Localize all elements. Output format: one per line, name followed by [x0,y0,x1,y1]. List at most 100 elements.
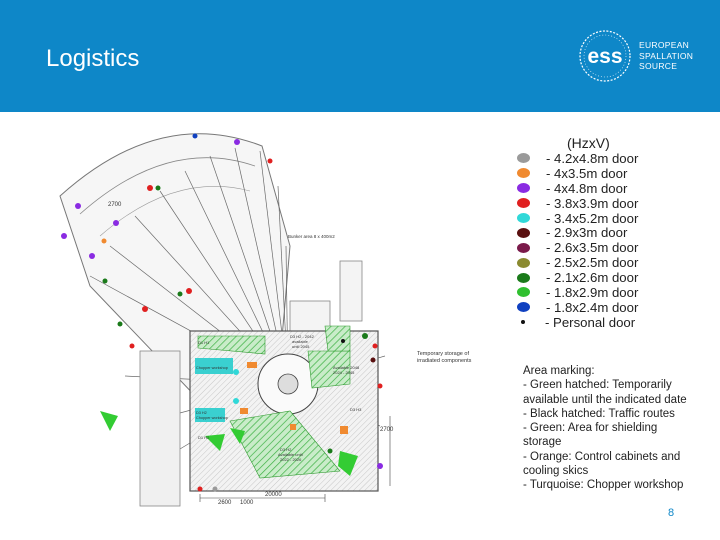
legend-item: - 4x3.5m door [515,166,715,181]
legend-label: - 2.5x2.5m door [546,255,639,271]
control-cabinet [340,426,348,434]
guide-hall-inner-arc [79,157,256,215]
room-label: D1 H2 [198,435,210,440]
legend-label: - 4x4.8m door [546,180,628,196]
legend-label: - 2.9x3m door [546,225,628,241]
dimension-label: 1000 [240,500,254,506]
ess-logo-mark-text: ess [587,45,622,68]
area-marking-line: cooling skics [523,465,589,478]
legend-color-dot [517,302,530,313]
legend-color-dot [517,198,530,209]
area-label: 2024 - 2045 [333,370,355,375]
area-marking-legend: Area marking: - Green hatched: Temporari… [523,364,713,493]
legend-item: - 2.5x2.5m door [515,255,715,270]
door-marker [233,398,239,404]
logo-line: SPALLATION [639,50,694,61]
legend-color-dot [517,272,530,283]
door-markers [61,133,383,492]
control-cabinet [290,424,296,430]
door-marker [267,158,273,164]
area-label: Available 2048 [333,365,360,370]
chopper-workshop [195,408,225,422]
door-marker [129,343,135,349]
legend-label: - Personal door [545,314,636,330]
legend-item: - 4.2x4.8m door [515,151,715,166]
door-marker [362,333,368,339]
area-marking-line: - Green hatched: Temporarily [523,379,672,392]
shielding-storage-area [100,411,118,431]
door-marker [233,369,239,375]
dimension-lines [199,416,391,502]
door-marker [75,203,81,209]
area-marking-line: - Turquoise: Chopper workshop [523,479,684,492]
legend-color-dot [517,183,530,194]
legend-color-dot [517,257,530,268]
legend-label: - 3.8x3.9m door [546,195,639,211]
door-marker [186,288,192,294]
shielding-storage-area [230,428,245,444]
area-marking-line: Area marking: [523,365,595,377]
door-marker [142,306,148,312]
dimension-label: 2600 [218,500,232,506]
legend-label: - 1.8x2.9m door [546,284,639,300]
door-marker [377,383,383,389]
area-marking-line: available until the indicated date [523,393,687,406]
slide-title: Logistics [46,45,140,72]
door-legend: (HzxV) - 4.2x4.8m door- 4x3.5m door- 4x4… [515,135,715,330]
logo-line: EUROPEAN [639,40,690,50]
area-marking-line: - Orange: Control cabinets and [523,450,681,463]
target-core [277,373,299,395]
door-marker [370,357,376,363]
legend-color-dot [517,242,530,253]
workshop-label: Chopper workshop [196,416,228,420]
legend-label: - 2.1x2.6m door [546,270,639,286]
area-label: Available until [278,452,303,457]
shielding-storage-area [338,451,358,476]
logo-line: SOURCE [639,61,678,71]
legend-color-dot [517,213,530,223]
area-label: D3 H2 - 2042 [290,334,315,339]
door-marker [101,238,107,244]
area-marking-line: - Black hatched: Traffic routes [523,407,675,420]
legend-item: - 2.9x3m door [515,225,715,240]
legend-label: - 2.6x3.5m door [546,240,639,256]
workshop-label: D3 H2 [196,411,207,415]
dimension-label: 2700 [108,202,122,208]
door-marker [192,133,198,139]
legend-item: - 2.6x3.5m door [515,240,715,255]
door-marker [117,321,123,327]
legend-color-dot [521,320,525,325]
legend-label: - 3.4x5.2m door [546,210,639,226]
legend-item: - 4x4.8m door [515,181,715,196]
ess-logo-text: EUROPEAN SPALLATION SOURCE [639,40,693,72]
door-marker [372,343,378,349]
control-cabinet [240,408,248,414]
door-marker [234,139,240,145]
area-label: D3 H2 [280,447,292,452]
legend-item: - 2.1x2.6m door [515,270,715,285]
area-label: 2022 - 2026 [280,457,302,462]
door-marker [102,278,108,284]
legend-item: - Personal door [515,315,715,330]
shielding-storage-area [205,434,225,451]
green-hatched-area [197,335,266,355]
area-marking-line: storage [523,436,562,449]
legend-item: - 1.8x2.4m door [515,300,715,315]
door-marker [89,253,95,259]
bunker-note: Bunker area 8 x 400m2 [288,234,335,239]
legend-heading: (HzxV) [567,135,610,151]
legend-item: - 1.8x2.9m door [515,285,715,300]
door-marker [197,486,203,492]
door-marker [177,291,183,297]
green-hatched-area [229,410,341,479]
slide-header: Logistics ess EUROPEAN SPALLATION SOURCE [0,0,720,112]
chopper-workshop [195,358,233,374]
door-marker [155,185,161,191]
storage-note: irradiated components [417,358,472,364]
control-cabinet [247,362,257,368]
dimension-label: 20000 [265,492,282,498]
annex-building [289,300,331,332]
legend-item: - 3.8x3.9m door [515,196,715,211]
green-hatched-area [324,325,351,352]
ess-logo: ess EUROPEAN SPALLATION SOURCE [575,28,693,84]
